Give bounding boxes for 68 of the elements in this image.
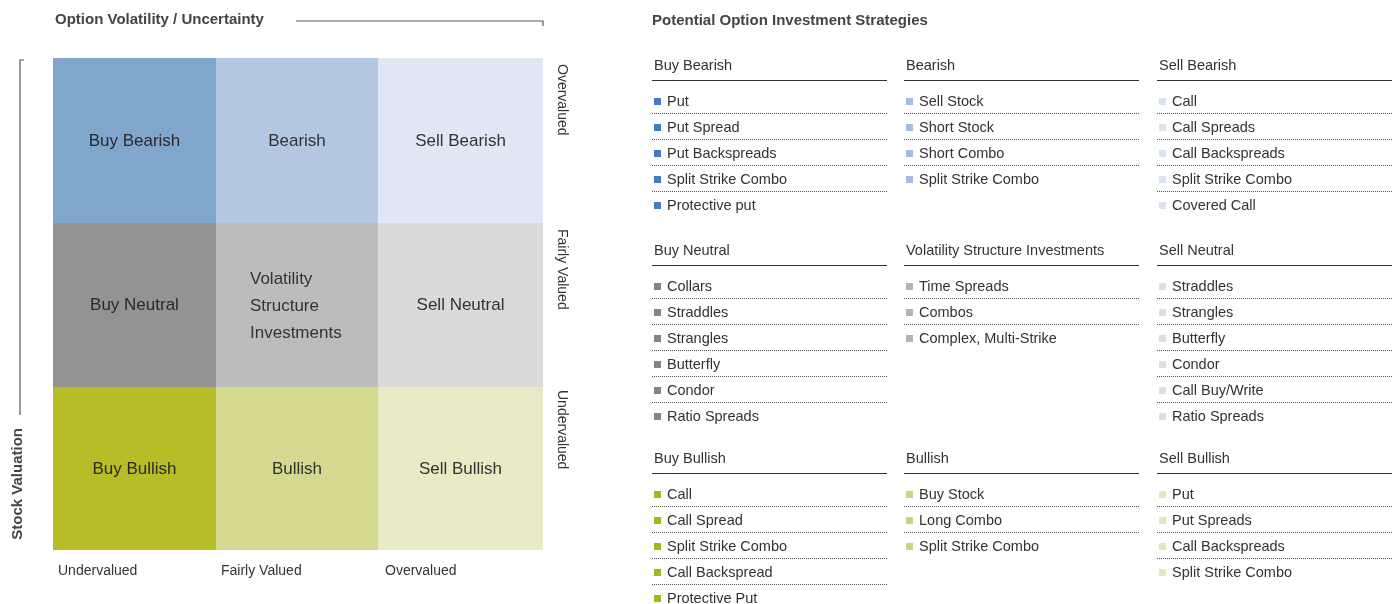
list-item-text: Split Strike Combo bbox=[919, 538, 1040, 554]
list-item-text: Call Backspread bbox=[667, 564, 773, 580]
list-item-text: Ratio Spreads bbox=[1172, 408, 1264, 424]
list-item-text: Call bbox=[667, 486, 692, 502]
list-item-text: Short Stock bbox=[919, 119, 994, 135]
list-item-text: Put bbox=[1172, 486, 1194, 502]
list-heading: Buy Bearish bbox=[652, 55, 887, 81]
grid-cell: Sell Neutral bbox=[378, 223, 543, 387]
list-item-text: Call Buy/Write bbox=[1172, 382, 1264, 398]
list-item-text: Split Strike Combo bbox=[919, 171, 1040, 187]
list-item-text: Call Spreads bbox=[1172, 119, 1255, 135]
list-item-text: Condor bbox=[667, 382, 715, 398]
list-item-text: Put Spreads bbox=[1172, 512, 1252, 528]
list-heading: Bullish bbox=[904, 448, 1139, 474]
axis-tick-label: Overvalued bbox=[555, 64, 571, 136]
list-heading: Bearish bbox=[904, 55, 1139, 81]
list-item-text: Butterfly bbox=[667, 356, 721, 372]
list-item-text: Call bbox=[1172, 93, 1197, 109]
list-item-text: Straddles bbox=[667, 304, 729, 320]
list-item-text: Condor bbox=[1172, 356, 1220, 372]
list-item-text: Protective put bbox=[667, 197, 756, 213]
list-heading: Volatility Structure Investments bbox=[904, 240, 1139, 266]
axis-tick-label: Fairly Valued bbox=[555, 229, 571, 310]
list-heading: Sell Bearish bbox=[1157, 55, 1392, 81]
list-heading: Buy Bullish bbox=[652, 448, 887, 474]
axis-title: Stock Valuation bbox=[8, 428, 25, 540]
grid-cell: Bullish bbox=[216, 387, 378, 550]
list-item-text: Split Strike Combo bbox=[667, 171, 788, 187]
list-item-text: Straddles bbox=[1172, 278, 1234, 294]
list-item-text: Buy Stock bbox=[919, 486, 985, 502]
list-heading: Sell Neutral bbox=[1157, 240, 1392, 266]
list-item-text: Put Spread bbox=[667, 119, 740, 135]
grid-cell: Sell Bullish bbox=[378, 387, 543, 550]
list-heading: Buy Neutral bbox=[652, 240, 887, 266]
list-item-text: Covered Call bbox=[1172, 197, 1256, 213]
list-item-text: Short Combo bbox=[919, 145, 1005, 161]
list-item-text: Ratio Spreads bbox=[667, 408, 759, 424]
list-item-text: Split Strike Combo bbox=[1172, 564, 1293, 580]
section-title: Potential Option Investment Strategies bbox=[652, 11, 928, 28]
list-item-text: Call Backspreads bbox=[1172, 538, 1285, 554]
list-item-text: Collars bbox=[667, 278, 713, 294]
grid-cell: Buy Neutral bbox=[53, 223, 216, 387]
grid-cell: Volatility Structure Investments bbox=[216, 223, 378, 387]
list-item-text: Complex, Multi-Strike bbox=[919, 330, 1057, 346]
list-item-text: Call Spread bbox=[667, 512, 743, 528]
list-item-text: Strangles bbox=[1172, 304, 1234, 320]
list-item-text: Time Spreads bbox=[919, 278, 1009, 294]
axis-tick-label: Overvalued bbox=[385, 562, 457, 578]
list-item-text: Split Strike Combo bbox=[1172, 171, 1293, 187]
list-item-text: Put Backspreads bbox=[667, 145, 777, 161]
axis-title: Option Volatility / Uncertainty bbox=[55, 10, 264, 27]
axis-tick-label: Fairly Valued bbox=[221, 562, 302, 578]
grid-cell: Buy Bullish bbox=[53, 387, 216, 550]
list-item-text: Sell Stock bbox=[919, 93, 984, 109]
list-item-text: Long Combo bbox=[919, 512, 1003, 528]
list-heading: Sell Bullish bbox=[1157, 448, 1392, 474]
list-item-text: Strangles bbox=[667, 330, 729, 346]
grid-cell: Sell Bearish bbox=[378, 58, 543, 223]
list-item-text: Protective Put bbox=[667, 590, 758, 604]
axis-tick-label: Undervalued bbox=[555, 390, 571, 470]
axis-tick-label: Undervalued bbox=[58, 562, 138, 578]
list-item-text: Call Backspreads bbox=[1172, 145, 1285, 161]
list-item-text: Butterfly bbox=[1172, 330, 1226, 346]
list-item-text: Combos bbox=[919, 304, 973, 320]
grid-cell: Buy Bearish bbox=[53, 58, 216, 223]
list-item-text: Split Strike Combo bbox=[667, 538, 788, 554]
grid-cell: Bearish bbox=[216, 58, 378, 223]
list-item-text: Put bbox=[667, 93, 689, 109]
